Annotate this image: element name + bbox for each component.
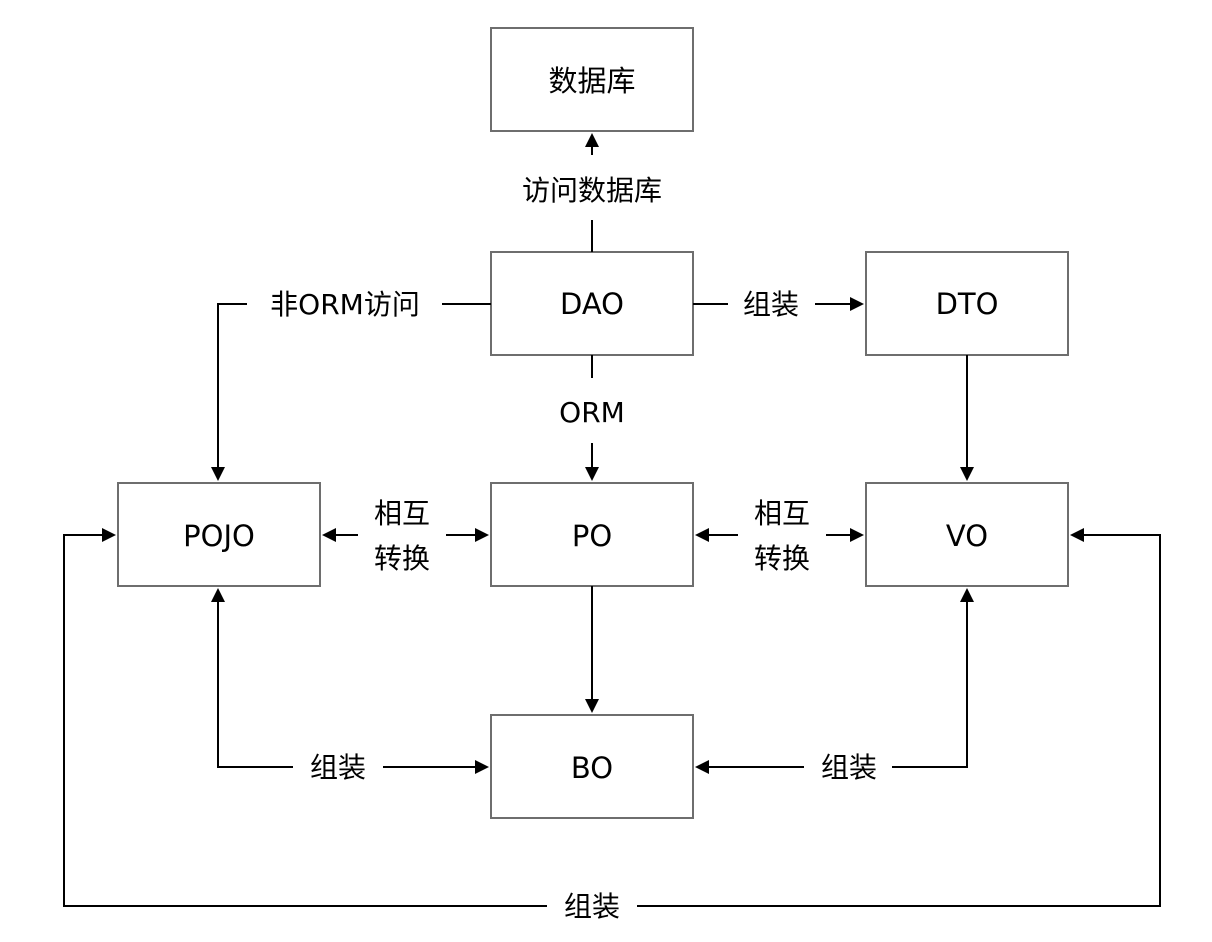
edge-pojo-vo-bottom-label: 组装 xyxy=(564,890,620,923)
edge-dao-to-po-label: ORM xyxy=(559,396,625,429)
node-database-label: 数据库 xyxy=(548,64,635,98)
edge-dao-to-dto: 组装 xyxy=(693,288,864,321)
node-vo-label: VO xyxy=(946,519,988,553)
edge-pojo-po: 相互 转换 xyxy=(322,497,489,575)
edge-dao-to-database-label: 访问数据库 xyxy=(522,174,662,207)
edge-po-to-bo xyxy=(585,586,599,713)
edge-dao-to-pojo-label: 非ORM访问 xyxy=(270,288,420,321)
node-database: 数据库 xyxy=(490,27,694,132)
edge-po-vo: 相互 转换 xyxy=(695,497,864,575)
edge-dto-to-vo xyxy=(960,355,974,481)
edge-dao-to-database: 访问数据库 xyxy=(522,133,662,252)
node-pojo-label: POJO xyxy=(183,519,255,553)
edge-dao-to-po: ORM xyxy=(559,355,625,481)
edge-dao-to-dto-label: 组装 xyxy=(743,288,799,321)
edge-pojo-to-bo-label: 组装 xyxy=(310,751,366,784)
node-dao: DAO xyxy=(490,251,694,356)
node-bo: BO xyxy=(490,714,694,819)
edge-po-vo-label-line1: 相互 xyxy=(754,497,810,530)
edge-pojo-po-label-line2: 转换 xyxy=(374,542,430,575)
edge-vo-to-bo: 组装 xyxy=(695,588,974,784)
edge-pojo-po-label-line1: 相互 xyxy=(374,497,430,530)
edge-pojo-to-bo: 组装 xyxy=(211,588,489,784)
node-pojo: POJO xyxy=(117,482,321,587)
node-bo-label: BO xyxy=(571,751,613,785)
node-vo: VO xyxy=(865,482,1069,587)
edge-vo-to-bo-label: 组装 xyxy=(821,751,877,784)
node-dao-label: DAO xyxy=(560,287,624,321)
edge-po-vo-label-line2: 转换 xyxy=(754,542,810,575)
node-po: PO xyxy=(490,482,694,587)
edge-pojo-vo-bottom: 组装 xyxy=(63,528,1161,923)
node-po-label: PO xyxy=(572,519,612,553)
node-dto: DTO xyxy=(865,251,1069,356)
node-dto-label: DTO xyxy=(936,287,999,321)
edge-dao-to-pojo: 非ORM访问 xyxy=(211,288,491,481)
